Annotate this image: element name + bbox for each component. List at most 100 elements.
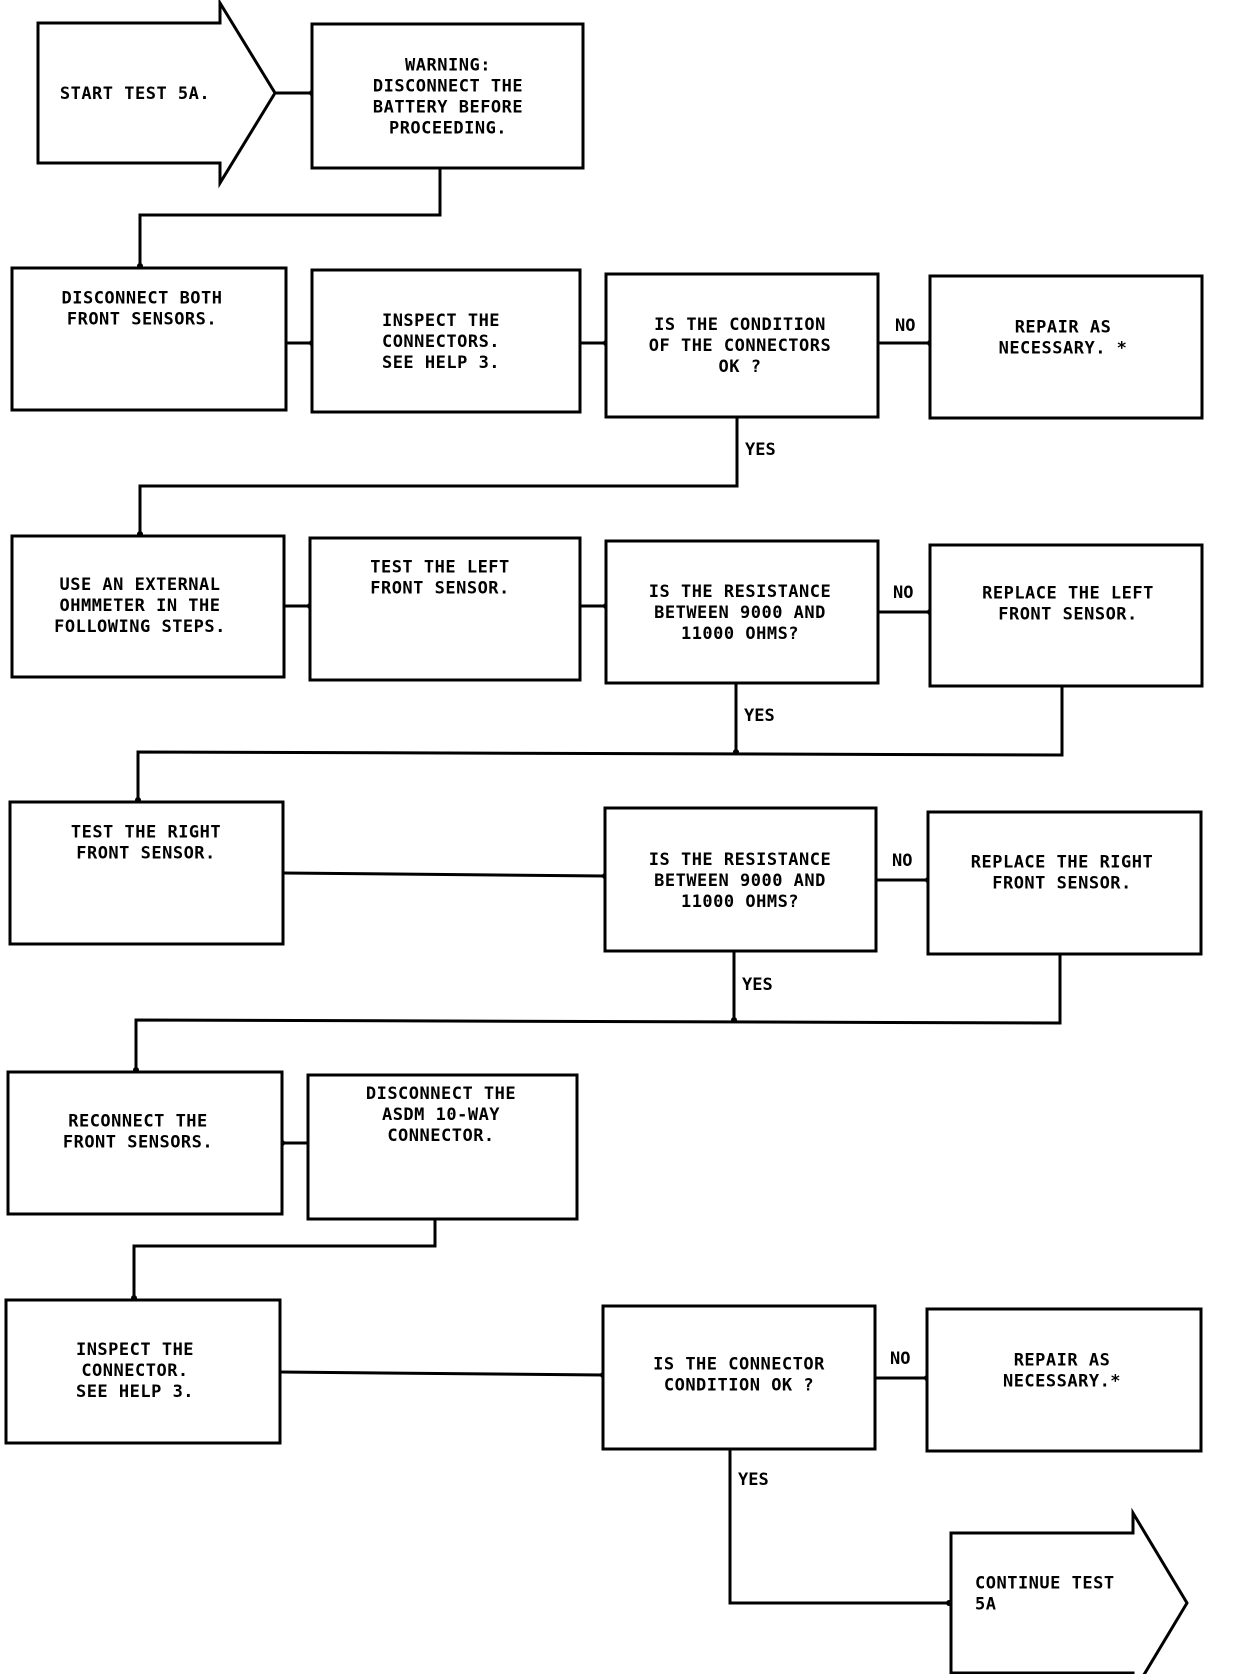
label-line: INSPECT THE (382, 311, 500, 331)
label-line: TEST THE LEFT (370, 558, 510, 578)
reconnect-box (6, 1070, 284, 1216)
label-line: BATTERY BEFORE (373, 98, 523, 118)
label-line: CONNECTORS. (382, 332, 500, 352)
label-line: INSPECT THE (76, 1340, 194, 1360)
inspect-connector-box (4, 1298, 282, 1445)
edge-warning-disconnect (138, 168, 442, 266)
label-line: 11000 OHMS? (681, 624, 799, 644)
no-label-4: NO (890, 1349, 910, 1369)
label-line: REPAIR AS (1015, 318, 1112, 338)
yes-label-1: YES (745, 440, 776, 460)
yes-label-2: YES (744, 706, 775, 726)
yes-label-3: YES (742, 975, 773, 995)
edge-testright-resistance (282, 871, 606, 878)
condition-connectors-decision (604, 272, 880, 419)
use-ohmmeter-box (10, 534, 286, 679)
resistance-right-decision (603, 806, 878, 953)
label-line: RECONNECT THE (68, 1112, 208, 1132)
label-line: DISCONNECT THE (366, 1084, 516, 1104)
label-line: IS THE RESISTANCE (649, 850, 832, 870)
test-left-box (308, 536, 582, 682)
replace-left-box (928, 543, 1204, 688)
label-line: NECESSARY. * (999, 339, 1128, 359)
continue-arrow (949, 1507, 1189, 1674)
label-line: DISCONNECT BOTH (61, 289, 222, 309)
label-line: FRONT SENSORS. (63, 1133, 213, 1153)
inspect-connectors-box (310, 268, 582, 414)
repair-box-1 (928, 274, 1204, 420)
edge-labels: NO YES NO YES NO YES NO YES (738, 316, 915, 1490)
label-line: SEE HELP 3. (382, 353, 500, 373)
edge-inspect-connector-condition (279, 1370, 604, 1377)
label-line: START TEST 5A. (60, 84, 210, 104)
label-line: OHMMETER IN THE (59, 596, 220, 616)
label-line: SEE HELP 3. (76, 1382, 194, 1402)
label-line: OF THE CONNECTORS (649, 336, 832, 356)
label-line: FOLLOWING STEPS. (54, 617, 226, 637)
label-line: CONNECTOR. (387, 1126, 494, 1146)
warning-box (310, 22, 585, 170)
label-line: CONDITION OK ? (664, 1376, 814, 1396)
label-line: FRONT SENSOR. (76, 844, 216, 864)
edge-connectorcondition-continue (728, 1449, 949, 1605)
resistance-left-decision (604, 539, 880, 685)
label-line: REPLACE THE RIGHT (971, 853, 1154, 873)
label-line: FRONT SENSOR. (370, 579, 510, 599)
edge-condition-ohmmeter (138, 417, 739, 534)
edge-replaceright-merge (134, 954, 1062, 1070)
label-line: FRONT SENSORS. (67, 310, 217, 330)
label-line: BETWEEN 9000 AND (654, 871, 826, 891)
replace-right-box (926, 810, 1203, 956)
start-label: START TEST 5A. (60, 84, 210, 104)
label-line: OK ? (719, 357, 762, 377)
label-line: FRONT SENSOR. (992, 874, 1132, 894)
label-line: IS THE CONDITION (654, 315, 826, 335)
label-line: 11000 OHMS? (681, 892, 799, 912)
no-label-2: NO (893, 583, 913, 603)
label-line: ASDM 10-WAY (382, 1105, 500, 1125)
start-arrow (36, 0, 277, 189)
label-line: CONTINUE TEST (975, 1574, 1115, 1594)
label-line: TEST THE RIGHT (71, 823, 221, 843)
label-line: PROCEEDING. (389, 119, 507, 139)
shapes (4, 0, 1204, 1674)
label-line: CONNECTOR. (81, 1361, 188, 1381)
repair-box-2 (925, 1307, 1203, 1453)
connectors (132, 91, 1064, 1605)
edge-replaceleft-merge (136, 686, 1064, 800)
label-line: NECESSARY.* (1003, 1372, 1121, 1392)
label-line: IS THE RESISTANCE (649, 582, 832, 602)
disconnect-both-box (10, 266, 288, 412)
connector-condition-decision (601, 1304, 877, 1451)
label-line: IS THE CONNECTOR (653, 1355, 825, 1375)
label-line: BETWEEN 9000 AND (654, 603, 826, 623)
no-label-3: NO (892, 851, 912, 871)
label-line: 5A (975, 1595, 996, 1615)
label-line: FRONT SENSOR. (998, 605, 1138, 625)
no-label-1: NO (895, 316, 915, 336)
label-line: USE AN EXTERNAL (59, 575, 220, 595)
disconnect-asdm-box (306, 1073, 579, 1221)
label-line: REPAIR AS (1014, 1351, 1111, 1371)
edge-asdm-inspect (132, 1219, 437, 1298)
yes-label-4: YES (738, 1470, 769, 1490)
